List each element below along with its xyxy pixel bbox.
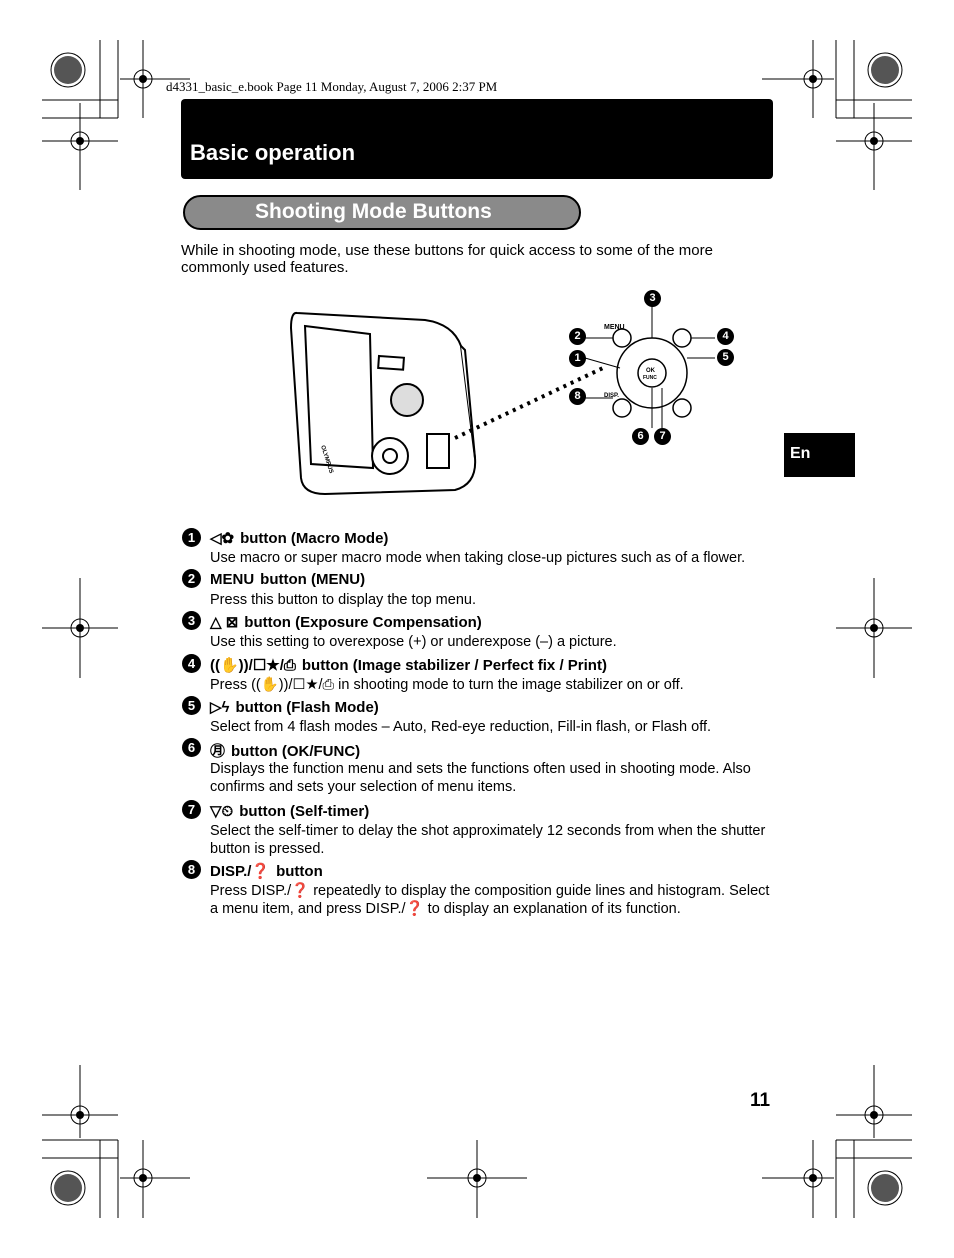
- item-desc-6: Displays the function menu and sets the …: [210, 761, 751, 795]
- intro-paragraph: While in shooting mode, use these button…: [181, 242, 713, 276]
- item-number-1: 1: [182, 528, 201, 547]
- ok-button-label: OK: [646, 368, 656, 374]
- callout-8: 8: [569, 388, 586, 405]
- callout-1: 1: [569, 350, 586, 367]
- item-desc-5: Select from 4 flash modes – Auto, Red-ey…: [210, 719, 712, 735]
- image-stabilizer-icon: ((✋))/☐★/⎙: [210, 657, 296, 674]
- menu-button-label: MENU: [604, 324, 625, 331]
- section-title: Basic operation: [190, 140, 356, 165]
- item-number-6: 6: [182, 738, 201, 757]
- item-number-2: 2: [182, 569, 201, 588]
- item-desc-2: Press this button to display the top men…: [210, 592, 476, 608]
- item-title-4: ((✋))/☐★/⎙button (Image stabilizer / Per…: [210, 657, 607, 674]
- callout-2: 2: [569, 328, 586, 345]
- menu-icon: MENU: [210, 571, 255, 588]
- item-number-7: 7: [182, 800, 201, 819]
- item-number-8: 8: [182, 860, 201, 879]
- item-title-7: ▽⏲button (Self-timer): [210, 803, 370, 820]
- item-desc-3: Use this setting to overexpose (+) or un…: [210, 634, 617, 650]
- exposure-compensation-icon: △ ⊠: [210, 614, 239, 631]
- item-desc-4: Press ((✋))/☐★/⎙ in shooting mode to tur…: [210, 677, 684, 693]
- print-header: d4331_basic_e.book Page 11 Monday, Augus…: [166, 79, 498, 94]
- item-title-1: ◁✿button (Macro Mode): [210, 530, 389, 547]
- camera-illustration: OLYMPUS MENU OK FUNC DISP.: [289, 304, 715, 496]
- item-desc-1: Use macro or super macro mode when takin…: [210, 550, 746, 566]
- section-header-bar: [181, 99, 773, 179]
- language-tab: En: [784, 433, 855, 477]
- item-number-3: 3: [182, 611, 201, 630]
- page-number: 11: [750, 1090, 771, 1111]
- item-title-3: △ ⊠button (Exposure Compensation): [210, 614, 482, 631]
- item-title-8: DISP./❓button: [210, 863, 323, 880]
- ok-func-icon: ㊊: [210, 743, 226, 760]
- callout-5: 5: [717, 349, 734, 366]
- subsection-title: Shooting Mode Buttons: [255, 200, 492, 223]
- callout-6: 6: [632, 428, 649, 445]
- macro-icon: ◁✿: [210, 530, 235, 547]
- disp-help-icon: DISP./❓: [210, 863, 271, 880]
- item-number-5: 5: [182, 696, 201, 715]
- item-number-4: 4: [182, 654, 201, 673]
- item-desc-7: Select the self-timer to delay the shot …: [210, 823, 766, 857]
- callout-7: 7: [654, 428, 671, 445]
- self-timer-icon: ▽⏲: [210, 803, 234, 820]
- flash-icon: ▷ϟ: [210, 699, 230, 716]
- item-desc-8: Press DISP./❓ repeatedly to display the …: [210, 883, 770, 917]
- callout-4: 4: [717, 328, 734, 345]
- callout-3: 3: [644, 290, 661, 307]
- subsection-pill: [183, 195, 581, 230]
- func-button-label: FUNC: [643, 375, 657, 381]
- disp-button-label: DISP.: [604, 393, 619, 399]
